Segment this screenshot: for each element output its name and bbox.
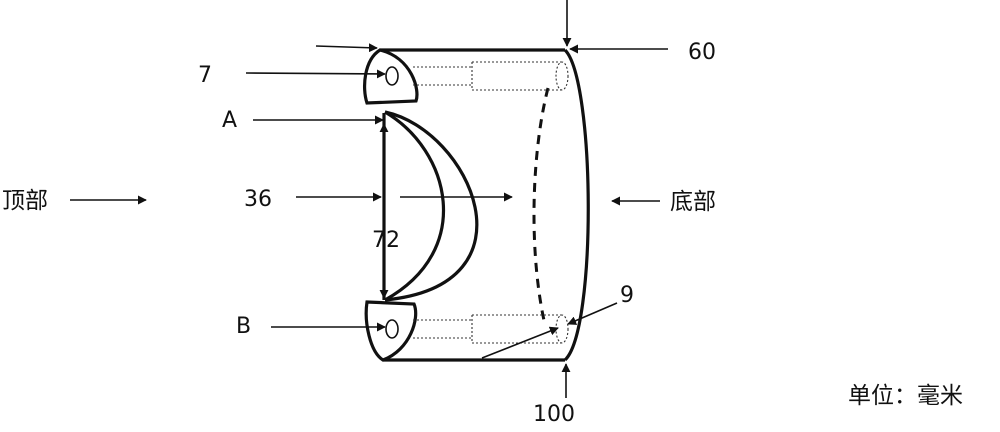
top-hole xyxy=(385,66,399,86)
label-dim-72: 72 xyxy=(372,228,400,253)
upper-lug xyxy=(363,48,419,105)
label-dim-36: 36 xyxy=(244,187,272,212)
upper-bore-end xyxy=(555,61,569,91)
lower-bore-outline xyxy=(413,314,562,344)
label-point-b: B xyxy=(236,314,251,339)
lower-bore-end xyxy=(555,314,569,344)
arrow-top-left-edge xyxy=(315,43,378,53)
crescent-opening xyxy=(384,110,479,302)
label-dim-100: 100 xyxy=(533,402,575,427)
label-bottom: 底部 xyxy=(670,189,716,215)
upper-bore-outline xyxy=(413,61,562,91)
lower-lug xyxy=(364,300,418,362)
crescent-inner-curve xyxy=(384,110,446,302)
bottom-end-curve xyxy=(563,48,590,362)
label-point-a: A xyxy=(222,108,237,133)
part-body xyxy=(363,48,590,362)
arrow-dim-9 xyxy=(567,302,618,325)
label-dim-9: 9 xyxy=(620,283,634,308)
label-dim-7: 7 xyxy=(198,63,212,88)
label-dim-60: 60 xyxy=(688,40,716,65)
hidden-inner-curve xyxy=(532,87,550,326)
leader-arrows xyxy=(70,0,668,398)
label-top: 顶部 xyxy=(2,188,48,214)
arrow-dim-9-inner xyxy=(481,326,559,359)
label-unit: 单位：毫米 xyxy=(848,383,963,409)
bottom-hole xyxy=(385,319,399,339)
arrow-dim-7 xyxy=(245,69,386,79)
holes xyxy=(385,61,569,344)
